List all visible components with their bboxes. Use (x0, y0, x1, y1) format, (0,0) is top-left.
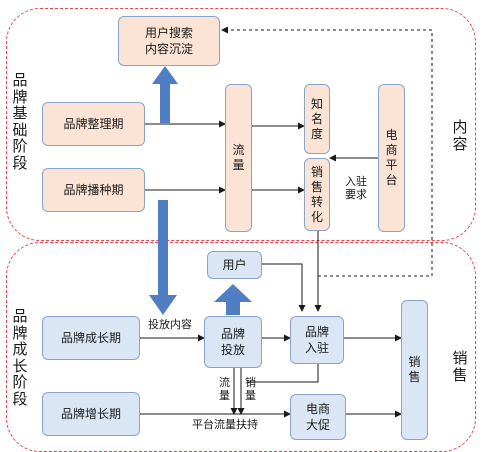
sales-volume-label: 销 量 (245, 376, 256, 402)
user-box: 用户 (207, 251, 262, 279)
traffic-box: 流 量 (225, 84, 252, 232)
user-to-settle-line (262, 263, 306, 312)
brand-settle-box: 品牌 入驻 (290, 316, 344, 364)
brand-seed-stage-box: 品牌播种期 (42, 168, 145, 212)
settle-to-sales-bend-line (248, 364, 319, 383)
ecommerce-promo-box: 电商 大促 (290, 394, 346, 440)
traffic-small-label: 流 量 (219, 376, 230, 402)
platform-traffic-support-label: 平台流量扶持 (192, 418, 258, 431)
settle-requirement-label: 入驻 要求 (345, 175, 367, 201)
sales-conversion-box: 销 售 转 化 (304, 158, 330, 231)
big-up-arrow-to-search (152, 66, 178, 123)
brand-growth-stage-label: 品 牌 成 长 阶 段 (12, 307, 28, 408)
feedback-loop-dashed-line (221, 26, 433, 277)
sales-box: 销 售 (401, 300, 428, 440)
big-down-arrow-to-growth (149, 200, 177, 315)
content-delivery-label: 投放内容 (148, 318, 192, 331)
brand-foundation-region (6, 8, 476, 241)
ecommerce-platform-box: 电 商 平 台 (378, 84, 405, 232)
sales-region-label: 销 售 (452, 349, 468, 384)
brand-increase-stage-box: 品牌增长期 (42, 392, 140, 436)
awareness-box: 知 名 度 (304, 84, 330, 154)
brand-organize-stage-box: 品牌整理期 (42, 102, 145, 146)
content-label: 内 容 (452, 118, 468, 153)
brand-growth-stage-box: 品牌成长期 (42, 316, 140, 360)
big-up-arrow-to-user (214, 284, 252, 315)
brand-foundation-stage-label: 品 牌 基 础 阶 段 (12, 71, 28, 172)
connector-layer (140, 26, 433, 418)
user-search-content-box: 用户搜索 内容沉淀 (118, 16, 220, 66)
brand-launch-box: 品牌 投放 (204, 316, 262, 368)
